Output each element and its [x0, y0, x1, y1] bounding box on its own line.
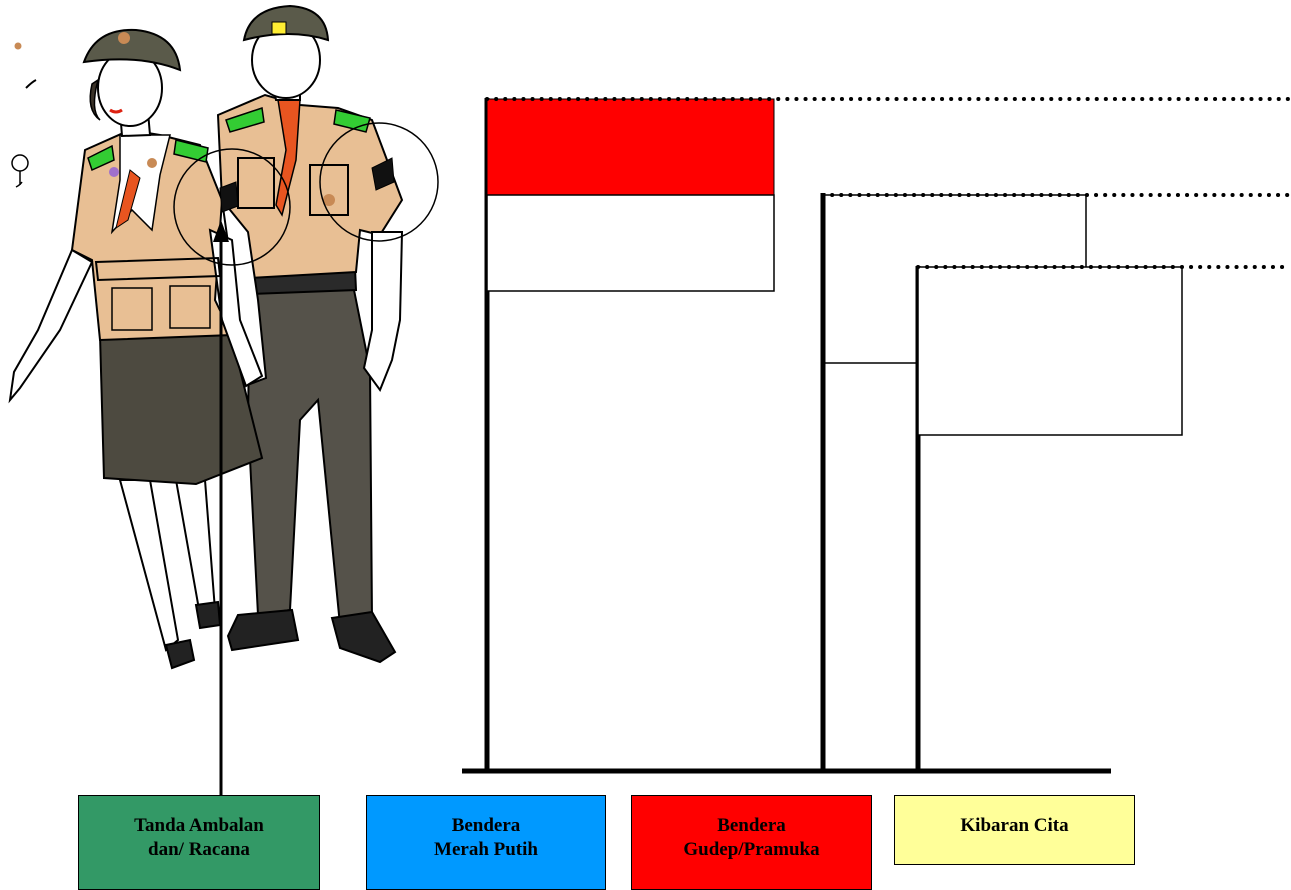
label-bendera-merah-putih: Bendera Merah Putih [366, 795, 606, 890]
label-tanda-ambalan: Tanda Ambalan dan/ Racana [78, 795, 320, 890]
flag-white-band [486, 194, 775, 292]
label-tanda-ambalan-line2: dan/ Racana [148, 839, 250, 860]
scout-illustration [8, 4, 439, 670]
arrow-up-icon [213, 220, 229, 795]
label-gudep-line1: Bendera [717, 815, 786, 836]
label-bendera-gudep: Bendera Gudep/Pramuka [631, 795, 872, 890]
flagpole-diagram [462, 97, 1291, 774]
magnifier-circle-icon [173, 148, 291, 266]
flag-red-band [486, 98, 775, 196]
label-kibaran-cita: Kibaran Cita [894, 795, 1135, 865]
label-kibaran-cita-line1: Kibaran Cita [960, 815, 1069, 836]
flag-kibaran-cita [917, 266, 1183, 436]
flag-gudep-outline [823, 194, 1087, 268]
label-merah-putih-line1: Bendera [451, 815, 521, 836]
label-merah-putih-line2: Merah Putih [434, 839, 538, 860]
scout-boy-figure [216, 4, 404, 664]
label-tanda-ambalan-line1: Tanda Ambalan [134, 815, 264, 836]
decorative-marks [11, 42, 37, 188]
magnifier-circle-icon [319, 122, 439, 242]
label-gudep-line2: Gudep/Pramuka [683, 839, 820, 860]
